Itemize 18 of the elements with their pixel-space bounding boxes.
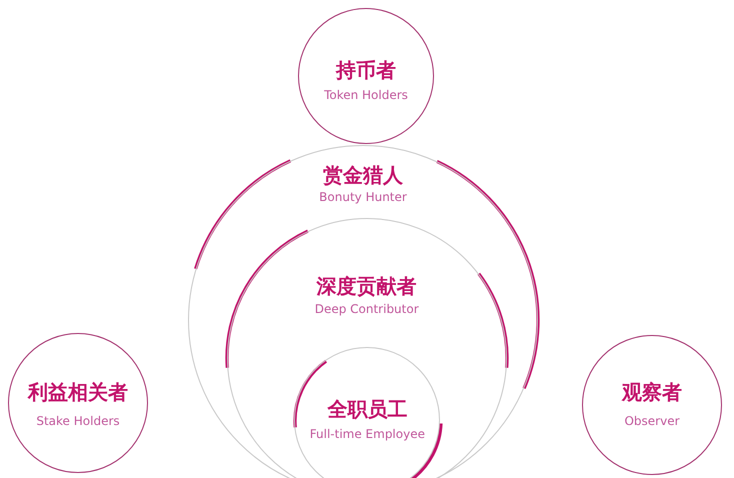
role-title: 赏金猎人 [323, 162, 403, 186]
role-circle [188, 145, 538, 478]
role-title: 全职员工 [327, 396, 408, 421]
role-title: 观察者 [622, 380, 682, 404]
role-title: 持币者 [336, 58, 396, 82]
role-subtitle: Stake Holders [36, 414, 120, 429]
role-subtitle: Deep Contributor [314, 302, 419, 317]
role-circle [582, 335, 722, 475]
role-circle [226, 218, 507, 478]
role-subtitle: Observer [624, 414, 680, 429]
role-circle [298, 8, 434, 144]
role-subtitle: Bonuty Hunter [319, 190, 407, 205]
role-title: 深度贡献者 [316, 274, 417, 298]
role-subtitle: Token Holders [324, 88, 408, 103]
role-circle [294, 347, 440, 478]
role-subtitle: Full-time Employee [310, 427, 425, 442]
role-circle [8, 333, 148, 473]
role-title: 利益相关者 [28, 380, 128, 404]
